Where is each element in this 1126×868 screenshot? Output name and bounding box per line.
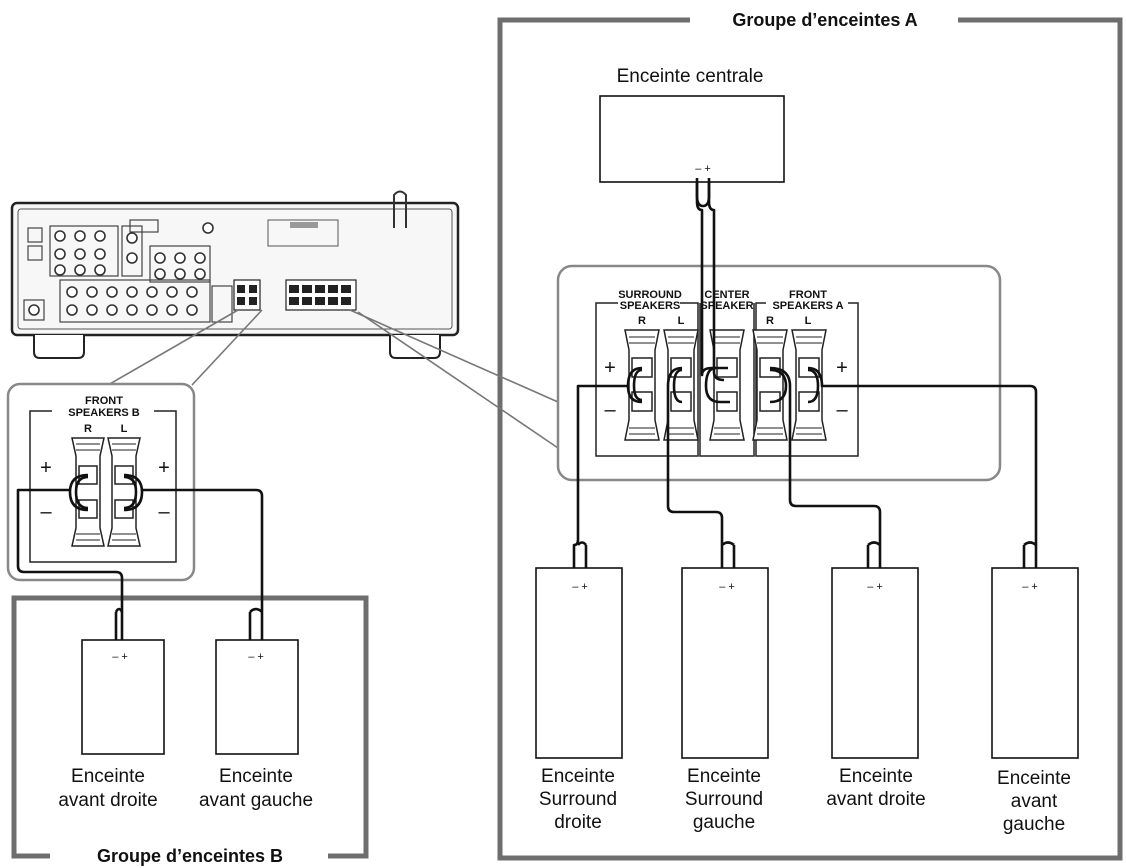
speaker-front-left-a-label-2: avant <box>1011 791 1058 812</box>
panel-a-channel-surround-l: L <box>678 315 685 327</box>
wires-group-b <box>16 473 264 640</box>
panel-a-terminal-front-l <box>791 329 827 441</box>
panel-a-channel-surround-r: R <box>638 315 646 327</box>
speaker-front-right-b-label-1: Enceinte <box>71 766 145 787</box>
speaker-front-right-b-label-2: avant droite <box>58 790 157 811</box>
group-a-title: Groupe d’enceintes A <box>732 10 917 30</box>
speaker-surround-right-polarity: – + <box>572 581 588 593</box>
panel-a-minus-right: – <box>836 399 848 421</box>
panel-a-channel-front-l: L <box>805 315 812 327</box>
speaker-front-left-b-label-2: avant gauche <box>199 790 313 811</box>
panel-a-center-header-line1: CENTER <box>704 289 749 301</box>
panel-b-plus-left: + <box>40 457 52 479</box>
panel-a-terminal-front-r <box>752 329 788 441</box>
speaker-surround-left-polarity: – + <box>719 581 735 593</box>
group-a-frame: Groupe d’enceintes A <box>497 10 1123 861</box>
panel-b-header-line1: FRONT <box>85 395 123 407</box>
panel-b-channel-l: L <box>121 423 128 435</box>
speaker-front-left-a-polarity: – + <box>1022 581 1038 593</box>
speaker-front-left-a: – + Enceinte avant gauche <box>991 567 1079 835</box>
panel-a-surround-header-line1: SURROUND <box>618 289 682 301</box>
panel-b-header-line2: SPEAKERS B <box>68 407 140 419</box>
speaker-front-left-a-label-3: gauche <box>1003 814 1065 835</box>
group-b-title: Groupe d’enceintes B <box>97 846 283 866</box>
speaker-surround-left: – + Enceinte Surround gauche <box>681 567 769 833</box>
speaker-front-left-b: – + Enceinte avant gauche <box>199 639 313 811</box>
wires-group-a <box>572 178 1038 568</box>
speaker-front-right-a-label-2: avant droite <box>826 789 925 810</box>
panel-a-center-header-line2: SPEAKER <box>700 300 753 312</box>
speaker-front-left-b-label-1: Enceinte <box>219 766 293 787</box>
speaker-surround-right-label-3: droite <box>554 812 602 833</box>
panel-a-plus-right: + <box>836 357 848 379</box>
panel-a-plus-left: + <box>604 357 616 379</box>
speaker-front-left-a-label-1: Enceinte <box>997 768 1071 789</box>
speaker-front-right-b-polarity: – + <box>112 651 128 663</box>
speaker-front-right-a-label-1: Enceinte <box>839 766 913 787</box>
speaker-surround-left-label-3: gauche <box>693 812 755 833</box>
zoom-callouts <box>107 309 559 449</box>
speaker-surround-right-label-1: Enceinte <box>541 766 615 787</box>
panel-a-channel-front-r: R <box>766 315 774 327</box>
speaker-front-left-b-polarity: – + <box>248 651 264 663</box>
center-speaker: Enceinte centrale – + <box>599 66 785 208</box>
speaker-surround-right: – + Enceinte Surround droite <box>535 567 623 833</box>
speaker-surround-right-label-2: Surround <box>539 789 617 810</box>
group-b-frame: Groupe d’enceintes B <box>11 595 369 866</box>
panel-a-front-header-line2: SPEAKERS A <box>772 300 843 312</box>
center-speaker-label: Enceinte centrale <box>617 66 764 87</box>
panel-b-plus-right: + <box>158 457 170 479</box>
speaker-front-right-a: – + Enceinte avant droite <box>826 567 926 810</box>
receiver-rear-panel <box>10 190 460 359</box>
panel-b-minus-right: – <box>158 501 170 523</box>
speaker-surround-left-label-2: Surround <box>685 789 763 810</box>
speaker-front-right-a-polarity: – + <box>867 581 883 593</box>
panel-a-front-header-line1: FRONT <box>789 289 827 301</box>
speaker-front-right-b: – + Enceinte avant droite <box>58 639 165 811</box>
speaker-surround-left-label-1: Enceinte <box>687 766 761 787</box>
panel-b-minus-left: – <box>40 501 52 523</box>
panel-a-surround-header-line2: SPEAKERS <box>620 300 681 312</box>
panel-a-minus-left: – <box>604 399 616 421</box>
center-speaker-polarity: – + <box>695 163 711 175</box>
panel-a-terminal-surround-r <box>624 329 660 441</box>
front-speakers-b-panel: FRONT SPEAKERS B R L + + – – <box>6 382 196 582</box>
panel-b-channel-r: R <box>84 423 92 435</box>
